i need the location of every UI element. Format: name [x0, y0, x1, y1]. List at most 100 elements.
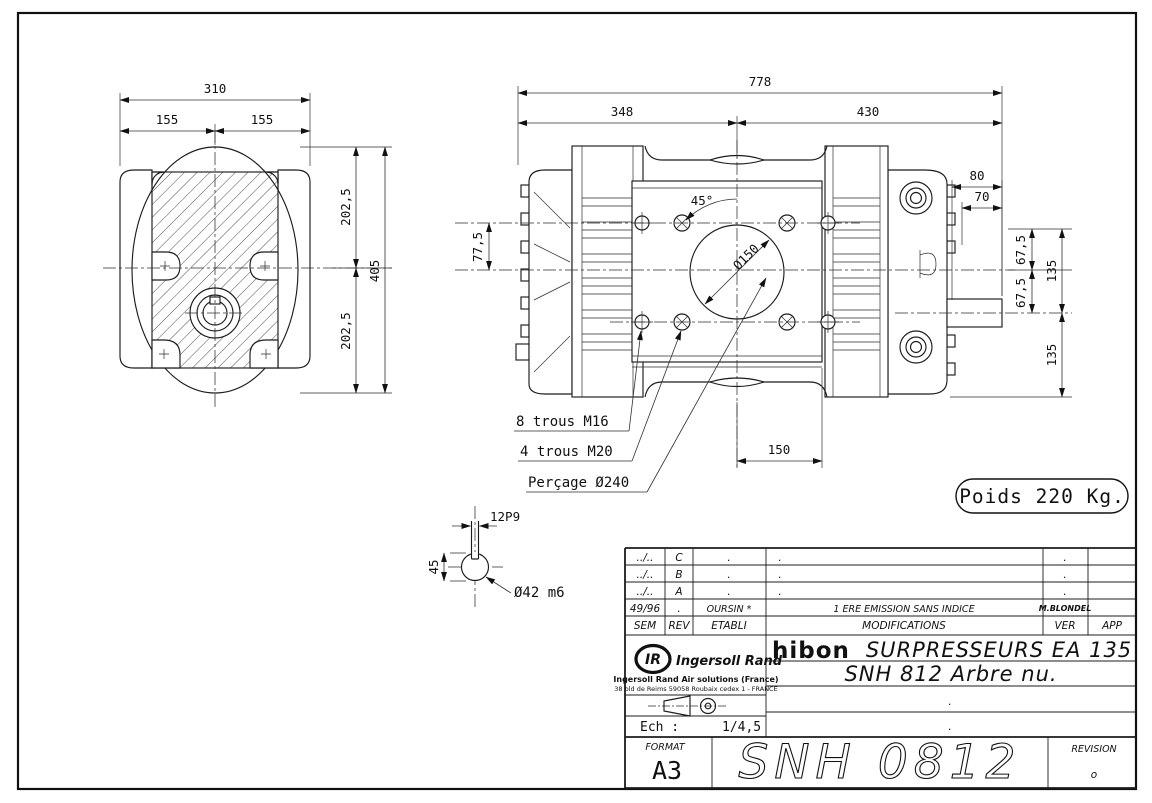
side-ext-bottom — [736, 368, 823, 468]
company-name: Ingersoll Rand — [676, 654, 783, 669]
row-c-sem: ../.. — [637, 552, 654, 564]
side-left-plate — [571, 145, 644, 398]
revision-value: o — [1091, 769, 1097, 781]
front-notch-tl — [151, 171, 165, 185]
company-cell: IR Ingersoll Rand Ingersoll Rand Air sol… — [613, 643, 783, 735]
row-a-modifications: . — [778, 586, 781, 598]
side-left-housing — [515, 169, 573, 395]
row-0-rev: . — [677, 603, 680, 615]
revision-row-first-emission: 49/96 . OURSIN * 1 ERE EMISSION SANS IND… — [630, 603, 1091, 615]
company-address: 38 bld de Reims 59058 Roubaix cedex 1 - … — [614, 685, 777, 693]
product-row4: . — [948, 721, 951, 733]
row-c-etabli: . — [727, 552, 730, 564]
row-a-rev: A — [674, 586, 682, 598]
side-right-plate — [824, 145, 889, 398]
format-value: A3 — [652, 756, 682, 785]
header-modifications: MODIFICATIONS — [862, 620, 946, 632]
dim-135-a: 135 — [1044, 260, 1059, 283]
dim-405: 405 — [367, 260, 382, 283]
row-a-sem: ../.. — [637, 586, 654, 598]
row-0-sem: 49/96 — [630, 603, 661, 615]
dim-155-right: 155 — [251, 112, 274, 127]
title-block-borders — [624, 547, 1136, 789]
header-etabli: ETABLI — [711, 620, 746, 632]
revision-table-header: SEM REV ETABLI MODIFICATIONS VER APP — [634, 620, 1123, 632]
side-body-lines — [632, 187, 822, 368]
dim-150: 150 — [768, 442, 791, 457]
row-c-rev: C — [675, 552, 683, 564]
header-ver: VER — [1054, 620, 1075, 632]
sheet-border — [16, 11, 1138, 791]
footer-row: FORMAT A3 SNH 0812 REVISION o — [645, 734, 1116, 790]
product-row3: . — [948, 696, 951, 708]
projection-symbol-icon — [648, 695, 728, 717]
shaft-detail: 12P9 45 Ø42 m6 — [426, 506, 565, 608]
row-a-etabli: . — [727, 586, 730, 598]
revision-row-b: ../.. B . . . — [637, 569, 1067, 581]
row-c-modifications: . — [778, 552, 781, 564]
dim-202-top: 202,5 — [338, 188, 353, 226]
revision-row-c: ../.. C . . . — [637, 552, 1067, 564]
callout-m16: 8 trous M16 — [516, 414, 609, 430]
front-pad-crosses — [159, 261, 271, 359]
side-top-lens — [708, 154, 766, 165]
dim-80: 80 — [969, 168, 984, 183]
dim-keyway-12p9: 12P9 — [490, 509, 520, 524]
title-block-gridlines — [625, 548, 1136, 788]
side-view: 778 348 430 45° Ø150 77,5 80 70 67,5 67,… — [455, 74, 1072, 493]
dim-778: 778 — [749, 74, 772, 89]
callout-percage: Perçage Ø240 — [528, 475, 629, 491]
dim-70: 70 — [974, 189, 989, 204]
product-title: SURPRESSEURS EA 135 — [866, 638, 1132, 662]
row-b-sem: ../.. — [637, 569, 654, 581]
title-block: SEM REV ETABLI MODIFICATIONS VER APP ../… — [613, 547, 1136, 791]
header-sem: SEM — [634, 620, 656, 632]
revision-row-a: ../.. A . . . — [637, 586, 1067, 598]
dim-348: 348 — [611, 104, 634, 119]
row-b-ver: . — [1063, 569, 1066, 581]
product-subtitle: SNH 812 Arbre nu. — [844, 662, 1057, 686]
logo-initials: IR — [645, 652, 661, 668]
row-0-ver: M.BLONDEL — [1039, 604, 1092, 613]
dim-310: 310 — [204, 81, 227, 96]
company-division: Ingersoll Rand Air solutions (France) — [613, 675, 778, 684]
dim-430: 430 — [857, 104, 880, 119]
side-right-housing — [887, 169, 956, 395]
dim-202-bottom: 202,5 — [338, 312, 353, 350]
row-a-ver: . — [1063, 586, 1066, 598]
dim-45deg: 45° — [691, 193, 714, 208]
row-0-etabli: OURSIN * — [707, 604, 752, 615]
dim-77-5: 77,5 — [470, 232, 485, 262]
product-cell: hibon SURPRESSEURS EA 135 SNH 812 Arbre … — [772, 638, 1132, 733]
callout-m20: 4 trous M20 — [520, 444, 613, 460]
dim-67-5-a: 67,5 — [1013, 235, 1028, 265]
header-app: APP — [1101, 620, 1123, 632]
angle-arc — [685, 198, 738, 221]
callouts: 8 trous M16 4 trous M20 Perçage Ø240 — [514, 277, 767, 493]
weight-text: Poids 220 Kg. — [959, 485, 1125, 508]
row-0-modifications: 1 ERE EMISSION SANS INDICE — [833, 604, 974, 615]
scale-label: Ech : — [640, 720, 679, 735]
hibon-logo: hibon — [772, 638, 850, 664]
shaft-detail-keyway — [470, 521, 480, 560]
row-b-etabli: . — [727, 569, 730, 581]
ingersoll-rand-logo-icon — [634, 643, 672, 675]
row-c-ver: . — [1063, 552, 1066, 564]
front-centerlines — [103, 130, 392, 408]
row-b-modifications: . — [778, 569, 781, 581]
header-rev: REV — [668, 620, 690, 632]
row-b-rev: B — [675, 569, 682, 581]
dim-shaft-diameter: Ø42 m6 — [514, 585, 565, 601]
dim-135-b: 135 — [1044, 344, 1059, 367]
dim-67-5-b: 67,5 — [1013, 278, 1028, 308]
revision-label: REVISION — [1071, 744, 1116, 755]
front-ext-right — [300, 146, 392, 394]
dim-45: 45 — [426, 559, 441, 574]
scale-value: 1/4,5 — [722, 720, 761, 735]
drawing-number: SNH 0812 — [739, 735, 1022, 790]
front-view: 310 155 155 202,5 202,5 405 — [103, 81, 392, 408]
front-notch-tr — [265, 171, 279, 185]
dim-155-left: 155 — [156, 112, 179, 127]
